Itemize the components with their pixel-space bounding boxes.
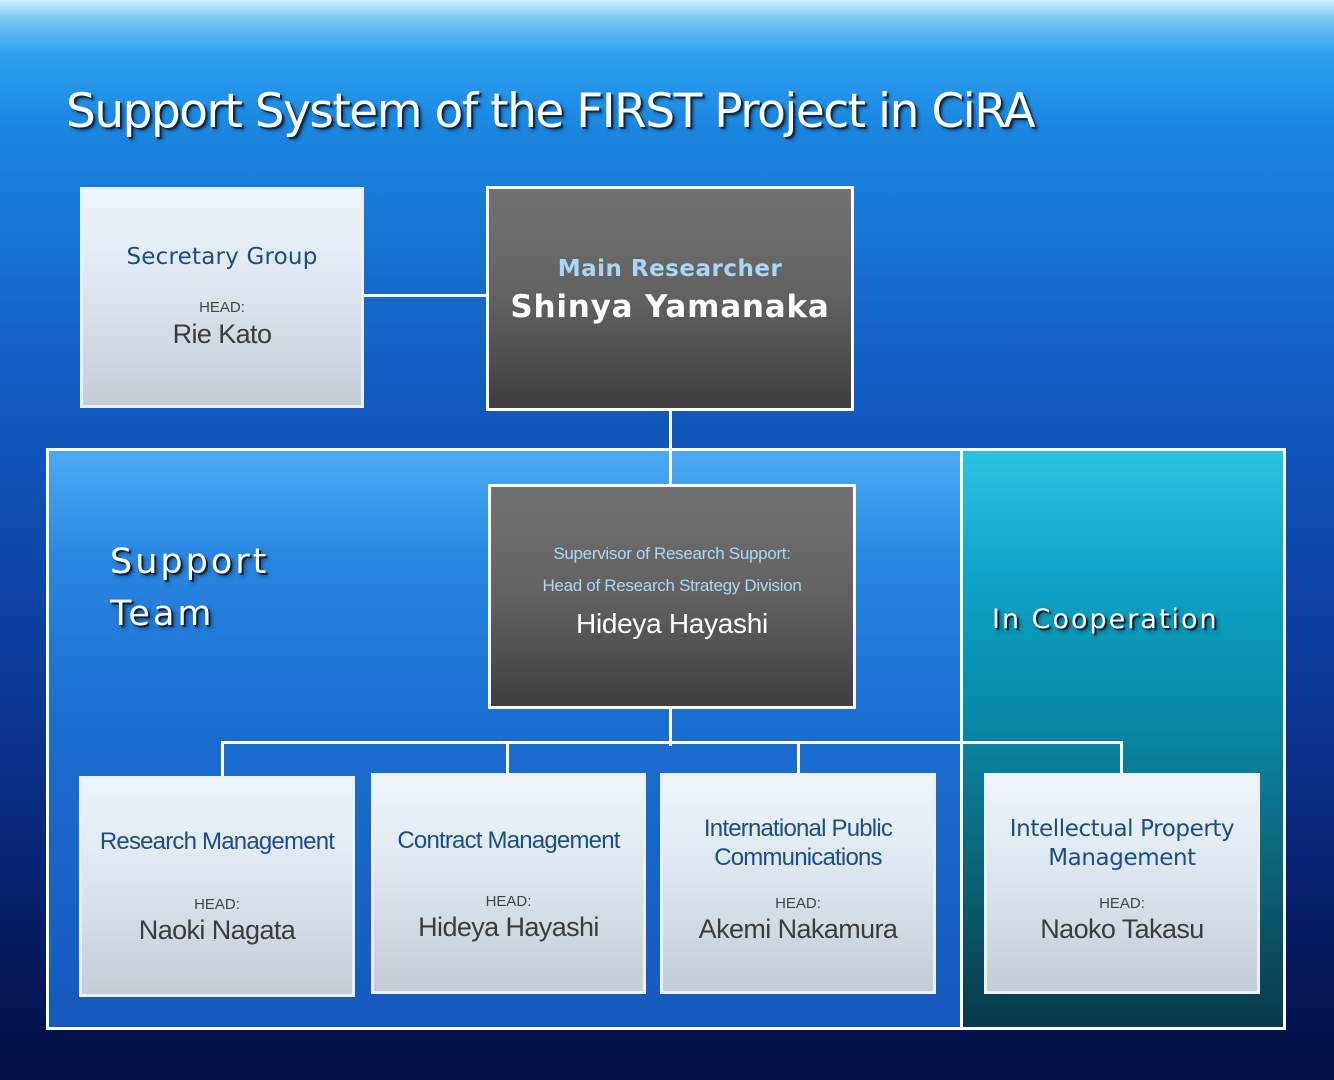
dept-research-management-head-name: Naoki Nagata [138,915,296,945]
dept-contract-management-box: Contract Management HEAD: Hideya Hayashi [371,773,646,994]
secretary-group-box: Secretary Group HEAD: Rie Kato [80,187,364,408]
dept-ipc-head-name: Akemi Nakamura [698,914,898,944]
support-team-label-line1: Support [110,542,270,582]
dept-international-public-communications-title: International Public Communications [663,814,933,872]
connector-dept-1 [221,741,224,797]
dept-contract-management-head-label: HEAD: [485,893,532,910]
secretary-head-name: Rie Kato [172,319,272,349]
support-team-label-line2: Team [110,594,215,634]
connector-dept-2 [506,741,509,797]
supervisor-role-line2: Head of Research Strategy Division [542,576,802,595]
main-researcher-name: Shinya Yamanaka [510,289,830,325]
dept-ipm-head-name: Naoko Takasu [1040,914,1204,944]
supervisor-name: Hideya Hayashi [576,608,768,639]
connector-branch-horizontal [221,741,1123,744]
secretary-head-label: HEAD: [199,299,245,316]
cooperation-label: In Cooperation [992,604,1219,635]
dept-ipc-title-line1: International Public [703,815,893,842]
dept-ipc-title-line2: Communications [714,844,882,871]
dept-ipm-head-label: HEAD: [1099,895,1145,912]
supervisor-role-line1: Supervisor of Research Support: [553,544,791,563]
dept-ipc-head-label: HEAD: [775,895,821,912]
dept-ipm-title-line1: Intellectual Property [1009,816,1235,842]
support-team-label: Support Team [110,536,269,640]
dept-research-management-box: Research Management HEAD: Naoki Nagata [79,776,355,997]
dept-ipm-title-line2: Management [1048,845,1196,871]
page-title: Support System of the FIRST Project in C… [66,84,1036,139]
secretary-group-title: Secretary Group [126,244,318,270]
dept-intellectual-property-management-box: Intellectual Property Management HEAD: N… [984,773,1260,994]
supervisor-box: Supervisor of Research Support: Head of … [488,484,856,709]
dept-contract-management-head-name: Hideya Hayashi [418,912,599,942]
connector-supervisor-branch [669,708,672,746]
connector-main-supervisor [669,410,672,486]
main-researcher-box: Main Researcher Shinya Yamanaka [486,186,854,411]
connector-dept-3 [797,741,800,797]
dept-intellectual-property-management-title: Intellectual Property Management [987,815,1257,873]
dept-research-management-title: Research Management [99,828,335,855]
dept-international-public-communications-box: International Public Communications HEAD… [660,773,936,994]
connector-dept-4 [1120,741,1123,797]
connector-secretary-main [330,294,488,297]
dept-contract-management-title: Contract Management [397,827,620,854]
dept-research-management-head-label: HEAD: [194,896,240,913]
main-researcher-role: Main Researcher [557,256,783,282]
